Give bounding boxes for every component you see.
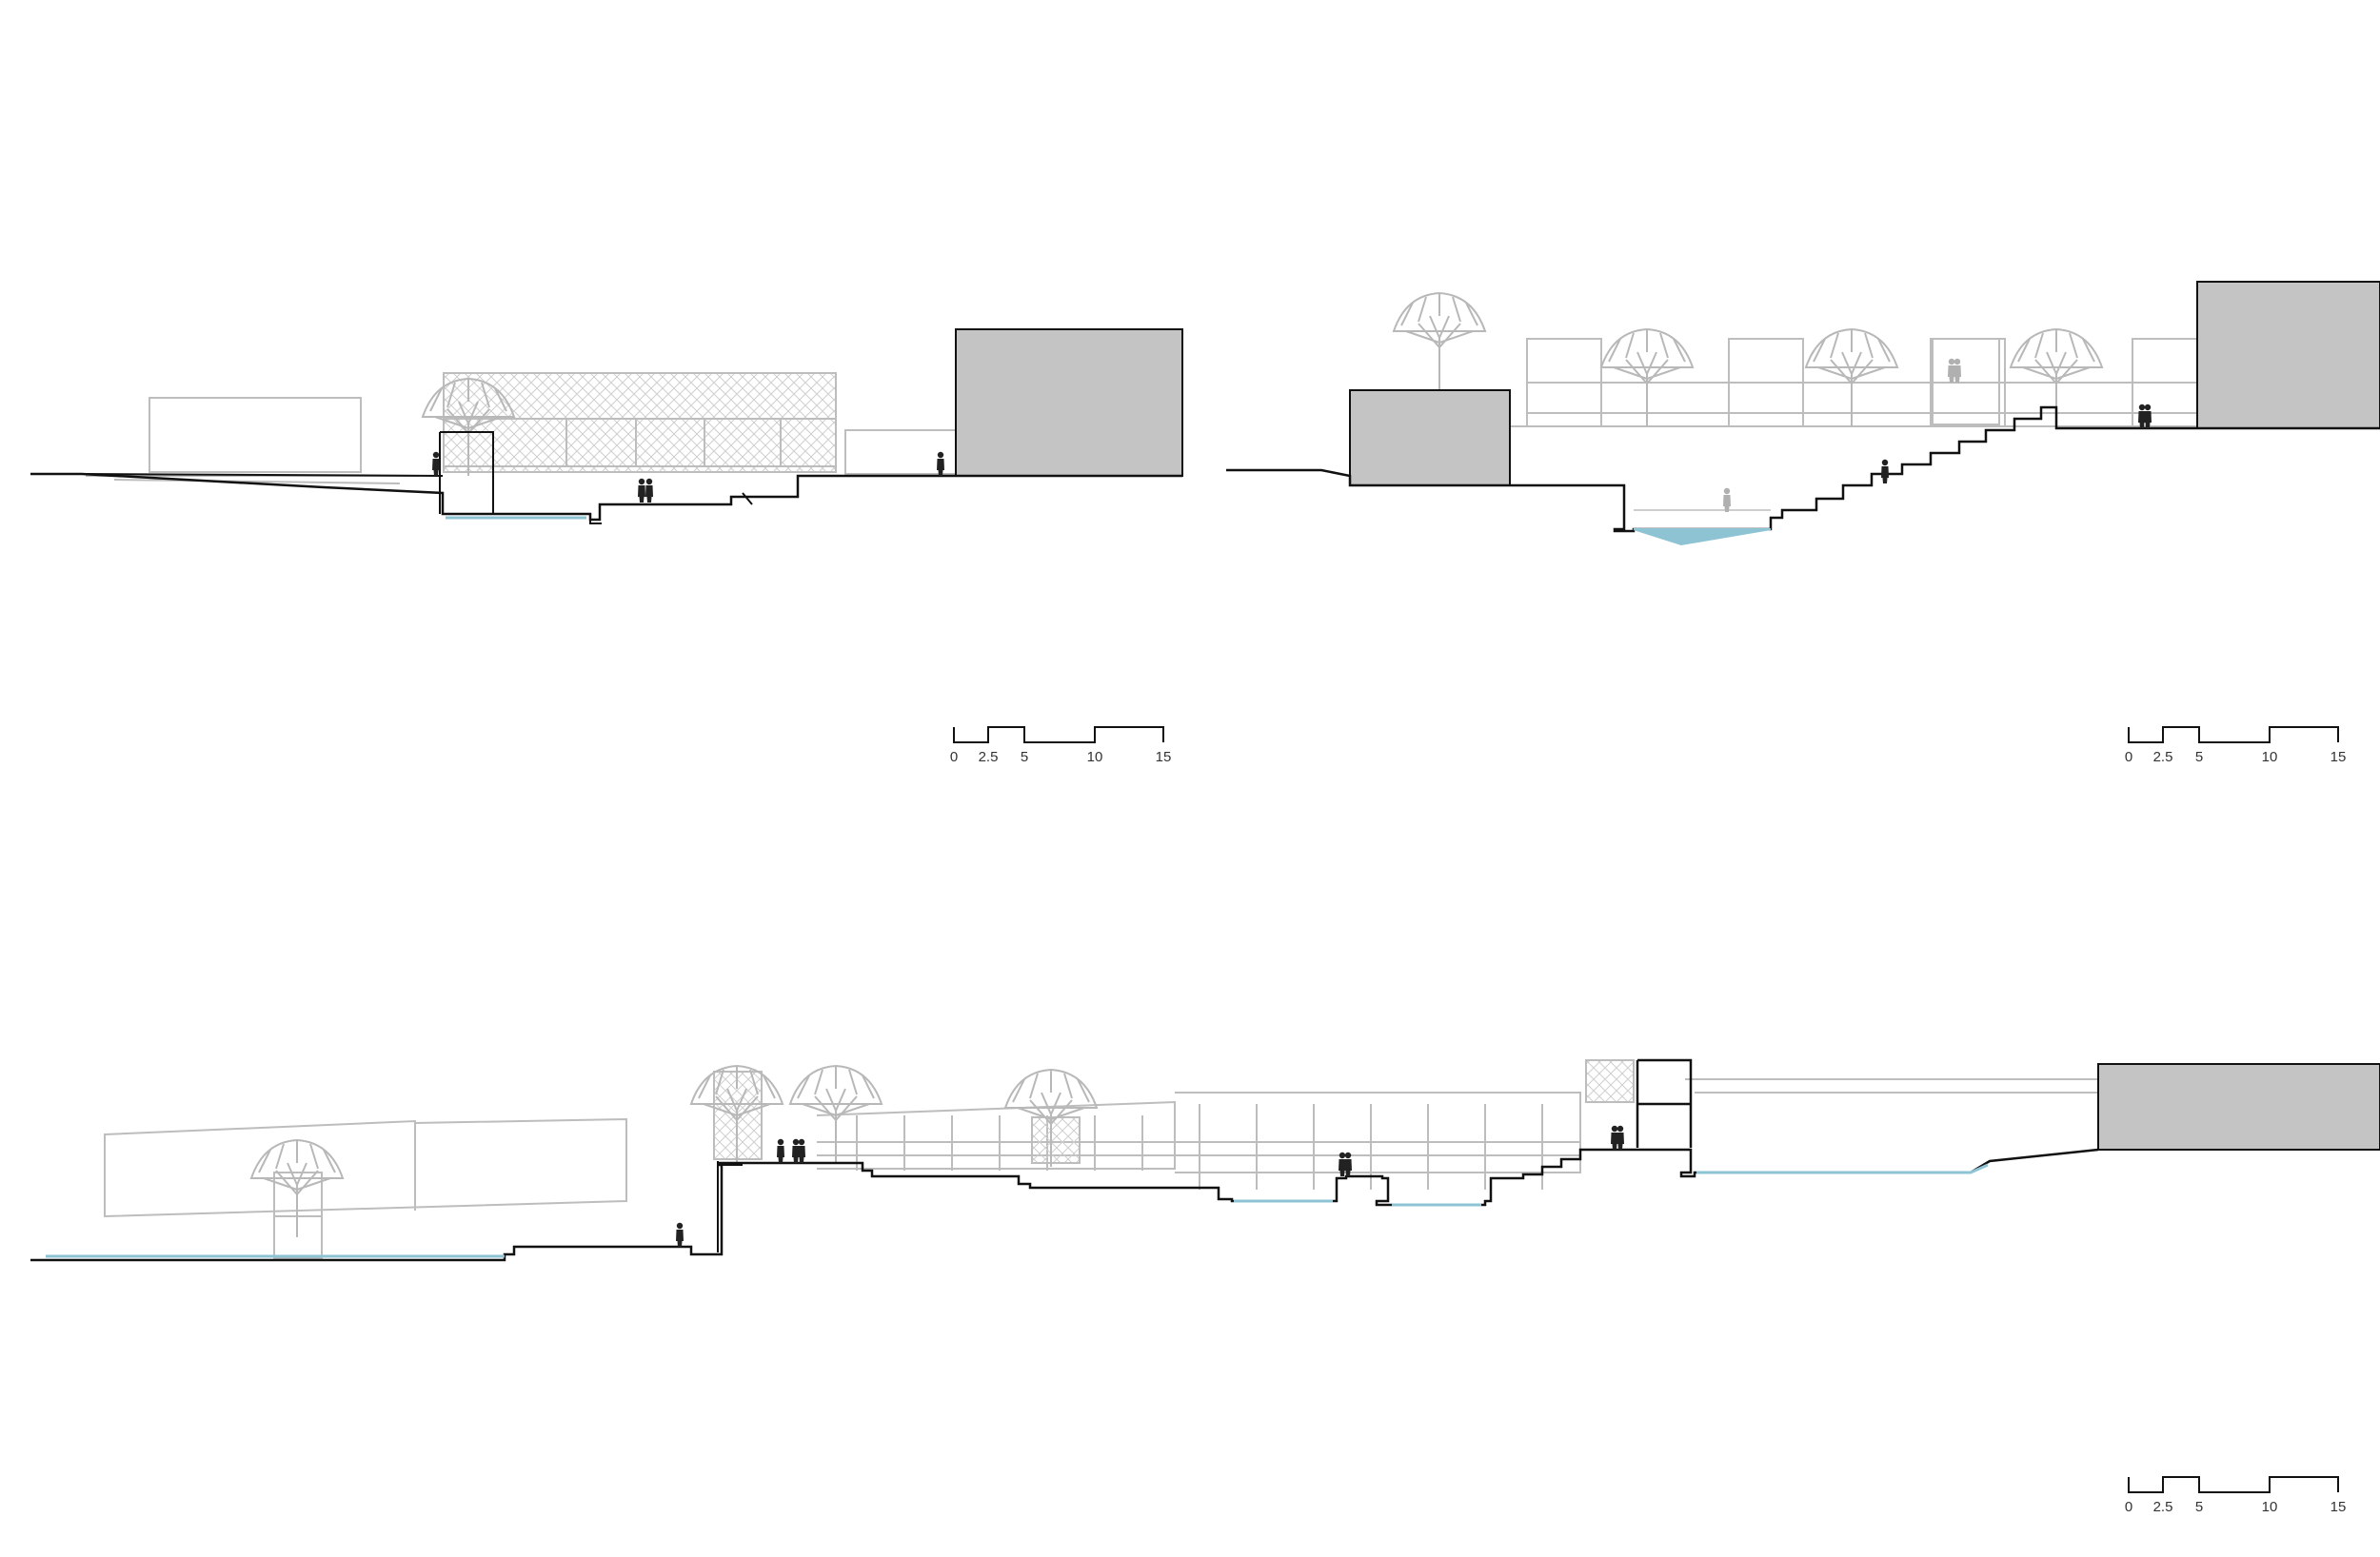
person-icon (1616, 1125, 1624, 1150)
scale-label-5: 5 (1021, 749, 1028, 765)
scale-label-5: 5 (2195, 1499, 2203, 1515)
tree-icon (250, 1139, 344, 1238)
tree-icon (1805, 328, 1898, 427)
scale-label-15: 15 (2330, 749, 2347, 765)
section-3 (30, 1058, 2380, 1262)
scale-label-10: 10 (2262, 749, 2278, 765)
person-icon (638, 478, 645, 503)
person-icon (1881, 459, 1889, 483)
tree-icon (1393, 292, 1486, 391)
section-3-background (104, 1059, 2098, 1259)
scale-label-10: 10 (1087, 749, 1103, 765)
section-2 (1226, 281, 2380, 546)
section-3-ground-line (30, 1148, 2099, 1262)
scale-label-5: 5 (2195, 749, 2203, 765)
scale-label-2-5: 2.5 (979, 749, 999, 765)
person-icon (798, 1138, 805, 1163)
section-1 (30, 328, 1183, 524)
tree-icon (690, 1065, 783, 1164)
section-1-ground-line (30, 472, 1182, 522)
scale-label-15: 15 (2330, 1499, 2347, 1515)
person-icon (1723, 487, 1731, 512)
scale-bar-2: 0 2.5 5 10 15 (2125, 726, 2347, 765)
person-icon (937, 451, 944, 476)
section-2-water (1633, 528, 1772, 546)
section-1-background (86, 372, 957, 484)
scale-label-10: 10 (2262, 1499, 2278, 1515)
person-icon (777, 1138, 784, 1163)
person-icon (432, 451, 440, 476)
scale-bar-1: 0 2.5 5 10 15 (950, 726, 1172, 765)
scale-label-15: 15 (1156, 749, 1172, 765)
scale-label-2-5: 2.5 (2153, 1499, 2173, 1515)
scale-label-0: 0 (950, 749, 958, 765)
section-2-ground-line (1226, 405, 2380, 533)
scale-bar-3: 0 2.5 5 10 15 (2125, 1476, 2347, 1515)
person-icon (2144, 404, 2152, 428)
person-icon (676, 1222, 684, 1247)
section-3-solid-block (2097, 1063, 2380, 1151)
person-icon (1954, 358, 1961, 383)
section-1-solid-block (955, 328, 1183, 477)
tree-icon (1004, 1069, 1098, 1168)
scale-label-2-5: 2.5 (2153, 749, 2173, 765)
tree-icon (1600, 328, 1694, 427)
scale-label-0: 0 (2125, 749, 2132, 765)
scale-label-0: 0 (2125, 1499, 2132, 1515)
person-icon (645, 478, 653, 503)
section-3-water (46, 1163, 1989, 1258)
section-2-right-block (2196, 281, 2380, 429)
section-2-background (1510, 338, 2209, 427)
section-2-left-block (1349, 389, 1511, 486)
